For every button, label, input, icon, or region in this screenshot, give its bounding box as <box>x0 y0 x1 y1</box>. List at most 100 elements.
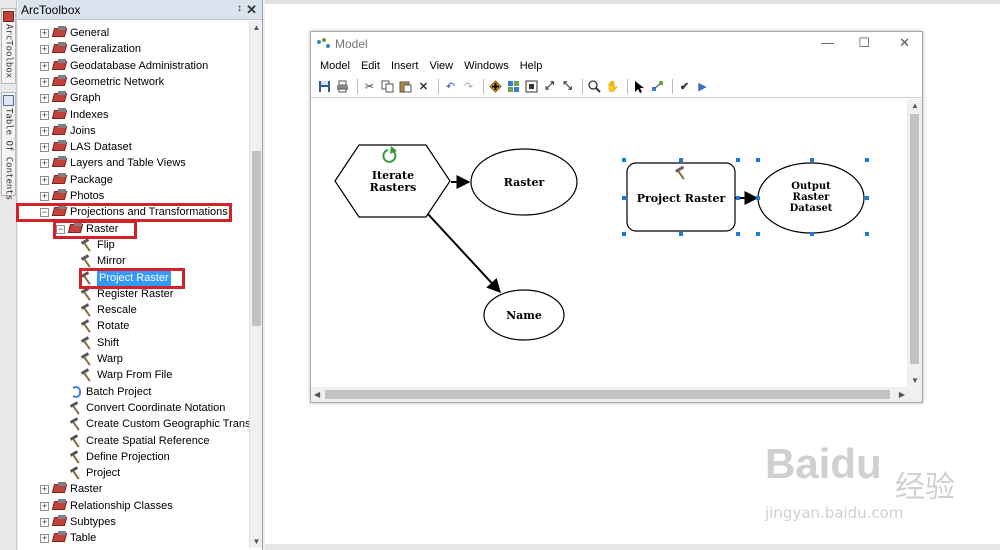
menu-windows[interactable]: Windows <box>464 60 509 72</box>
pan-icon[interactable]: ✋ <box>605 81 620 93</box>
dock-tab-arctoolbox[interactable]: ArcToolbox <box>1 8 16 84</box>
tree-item[interactable]: Define Projection <box>18 449 250 465</box>
tree-item[interactable]: Mirror <box>18 253 250 269</box>
tree-item[interactable]: +Graph <box>18 90 250 106</box>
collapse-icon[interactable]: − <box>56 223 65 234</box>
tree-item[interactable]: +Layers and Table Views <box>18 155 250 171</box>
tree-item[interactable]: Rescale <box>18 302 250 318</box>
cut-icon[interactable]: ✂ <box>364 81 375 93</box>
tree-item[interactable]: Batch Project <box>18 384 250 400</box>
tree-item[interactable]: Create Spatial Reference <box>18 433 250 449</box>
scroll-down-icon[interactable]: ▼ <box>252 537 261 546</box>
scroll-down-icon[interactable]: ▼ <box>911 376 919 385</box>
expand-icon[interactable]: + <box>40 191 49 201</box>
scroll-thumb[interactable] <box>325 390 890 399</box>
validate-icon[interactable]: ✔ <box>679 81 690 93</box>
fixed-zoom-out-icon[interactable]: ⤡ <box>563 80 572 92</box>
tree-item[interactable]: +Package <box>18 172 250 188</box>
expand-icon[interactable]: + <box>40 76 49 87</box>
tree-item[interactable]: Project <box>18 465 250 481</box>
tree-item[interactable]: Warp <box>18 351 250 367</box>
model-title-bar[interactable]: Model — ☐ ✕ <box>311 32 922 56</box>
maximize-icon[interactable]: ☐ <box>858 35 870 50</box>
fixed-zoom-in-icon[interactable]: ⤢ <box>545 80 554 92</box>
dock-tab-table-of-contents[interactable]: Table Of Contents <box>1 92 16 200</box>
collapse-icon[interactable]: − <box>40 207 49 218</box>
minimize-icon[interactable]: — <box>821 35 834 50</box>
tree-item[interactable]: −Raster <box>18 221 250 237</box>
full-extent-icon[interactable] <box>524 79 539 94</box>
save-icon[interactable] <box>317 79 332 94</box>
tree-item[interactable]: +Subtypes <box>18 514 250 530</box>
tree-item[interactable]: +General <box>18 25 250 41</box>
tree-item[interactable]: +Photos <box>18 188 250 204</box>
expand-icon[interactable]: + <box>40 484 49 495</box>
redo-icon[interactable]: ↷ <box>463 81 474 93</box>
expand-icon[interactable]: + <box>40 44 49 55</box>
add-data-icon[interactable] <box>488 79 503 94</box>
pin-icon[interactable]: ↕ <box>237 3 242 14</box>
canvas-horizontal-scrollbar[interactable]: ◀ ▶ <box>311 387 908 402</box>
tree-item[interactable]: −Projections and Transformations <box>18 204 250 220</box>
connect-icon[interactable] <box>650 79 665 94</box>
tree-item[interactable]: Register Raster <box>18 286 250 302</box>
close-icon[interactable]: ✕ <box>246 2 257 17</box>
tree-item[interactable]: Project Raster <box>18 269 250 286</box>
menu-edit[interactable]: Edit <box>360 60 380 72</box>
expand-icon[interactable]: + <box>40 174 49 185</box>
scroll-up-icon[interactable]: ▲ <box>252 23 261 32</box>
node-iterate-rasters[interactable]: Iterate Rasters <box>334 144 451 218</box>
close-icon[interactable]: ✕ <box>899 35 910 50</box>
scroll-thumb[interactable] <box>910 114 919 364</box>
scroll-right-icon[interactable]: ▶ <box>898 390 905 399</box>
tree-item[interactable]: +Indexes <box>18 107 250 123</box>
select-icon[interactable] <box>632 79 647 94</box>
tree-item[interactable]: Shift <box>18 335 250 351</box>
print-icon[interactable] <box>335 79 350 94</box>
node-project-raster[interactable]: Project Raster <box>622 158 740 236</box>
zoom-in-icon[interactable] <box>587 79 602 94</box>
expand-icon[interactable]: + <box>40 109 49 120</box>
expand-icon[interactable]: + <box>40 60 49 71</box>
tree-item[interactable]: +Joins <box>18 123 250 139</box>
tree-item[interactable]: Create Custom Geographic Transf <box>18 416 250 432</box>
scroll-up-icon[interactable]: ▲ <box>911 101 919 110</box>
expand-icon[interactable]: + <box>40 158 49 169</box>
menu-view[interactable]: View <box>429 60 454 72</box>
tree-item[interactable]: +Table <box>18 530 250 546</box>
expand-icon[interactable]: + <box>40 125 49 136</box>
menu-help[interactable]: Help <box>519 60 543 72</box>
tree-scrollbar[interactable]: ▲ ▼ <box>249 21 262 548</box>
expand-icon[interactable]: + <box>40 500 49 511</box>
tree-item[interactable]: +Geometric Network <box>18 74 250 90</box>
edge-iterate-name[interactable] <box>426 212 501 294</box>
tree-item[interactable]: +Relationship Classes <box>18 498 250 514</box>
tree-item[interactable]: Convert Coordinate Notation <box>18 400 250 416</box>
run-icon[interactable]: ▶ <box>698 81 707 93</box>
auto-layout-icon[interactable] <box>506 79 521 94</box>
scroll-thumb[interactable] <box>252 151 261 326</box>
tree-item[interactable]: +Raster <box>18 481 250 497</box>
canvas-vertical-scrollbar[interactable]: ▲ ▼ <box>907 99 922 387</box>
expand-icon[interactable]: + <box>40 28 49 38</box>
menu-insert[interactable]: Insert <box>390 60 419 72</box>
expand-icon[interactable]: + <box>40 517 49 527</box>
node-output-raster-dataset[interactable]: Output Raster Dataset <box>756 158 869 236</box>
tree-item[interactable]: Warp From File <box>18 367 250 383</box>
node-name[interactable]: Name <box>483 289 565 341</box>
tree-item[interactable]: +Generalization <box>18 41 250 57</box>
paste-icon[interactable] <box>398 79 413 94</box>
tree-item[interactable]: +LAS Dataset <box>18 139 250 155</box>
delete-icon[interactable]: ✕ <box>418 81 429 93</box>
menu-model[interactable]: Model <box>320 60 350 72</box>
tree-item[interactable]: +Geodatabase Administration <box>18 58 250 74</box>
expand-icon[interactable]: + <box>40 533 49 544</box>
tree-item[interactable]: Flip <box>18 237 250 253</box>
undo-icon[interactable]: ↶ <box>445 81 456 93</box>
scroll-left-icon[interactable]: ◀ <box>314 390 321 399</box>
node-raster[interactable]: Raster <box>470 148 578 216</box>
model-canvas[interactable]: Iterate Rasters Raster Name Project <box>311 99 908 387</box>
tree-item[interactable]: Rotate <box>18 318 250 334</box>
expand-icon[interactable]: + <box>40 93 49 104</box>
copy-icon[interactable] <box>380 79 395 94</box>
